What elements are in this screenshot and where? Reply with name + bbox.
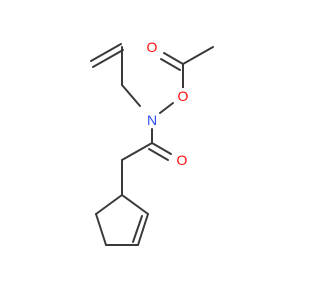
bond-ester-oxygen-nitrogen (159, 102, 174, 114)
amide-carbonyl-oxygen-bg (174, 152, 190, 168)
bond-amide-alpha-carbon (121, 142, 153, 161)
amide-nitrogen-bg (144, 112, 160, 128)
bond-allyl-terminal-double (90, 43, 122, 62)
ester-oxygen-bg (175, 88, 191, 104)
molecule-canvas: O O N O (90, 39, 214, 246)
acetate-carbonyl-oxygen-bg (144, 39, 160, 55)
bond-allyl-methylene (121, 84, 141, 107)
bond-amide-carbonyl-double-inner (148, 148, 169, 161)
acetate-carbonyl-oxygen: O (147, 39, 158, 55)
bond-amide-carbonyl-double (151, 142, 172, 155)
amide-carbonyl-oxygen: O (177, 152, 188, 168)
bond-ring-5 (95, 194, 123, 215)
bond-allyl-terminal-double-inner (92, 49, 124, 68)
ester-oxygen: O (178, 88, 189, 104)
amide-nitrogen: N (147, 112, 157, 128)
bond-acetyl-methyl (182, 46, 214, 65)
bond-ring-4 (95, 213, 107, 246)
bond-ring-2-double (137, 213, 149, 246)
bond-ring-2-double-inner (132, 215, 143, 243)
bond-acetyl-carbonyl-double (163, 52, 184, 65)
bond-ring-1 (121, 194, 149, 215)
bond-acetyl-carbonyl-double-inner (160, 58, 181, 71)
molecule-structure: O O N O (90, 39, 214, 246)
